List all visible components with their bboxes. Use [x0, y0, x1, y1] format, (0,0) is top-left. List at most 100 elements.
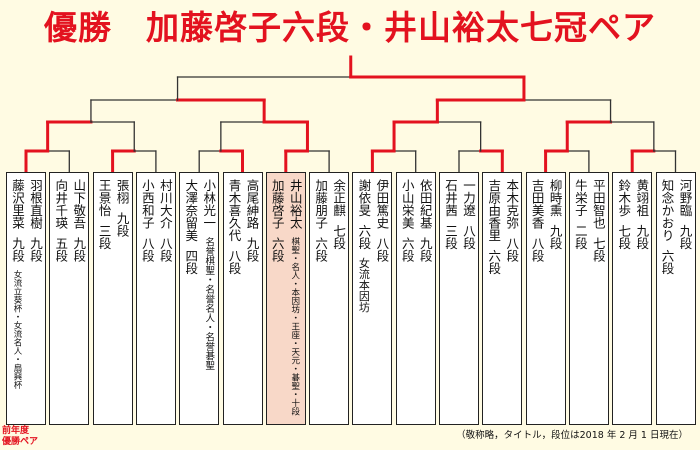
player-column: 青木喜久代八段 — [226, 179, 242, 275]
pair-card: 村川大介八段小西和子八段 — [135, 172, 176, 425]
player-name: 鈴木歩 — [616, 179, 632, 217]
player-titles: 棋聖・名人・本因坊・王座・天元・碁聖・十段 — [289, 237, 300, 416]
player-column: 羽根直樹九段 — [27, 179, 43, 262]
player-rank: 六段 — [659, 249, 675, 275]
player-rank: 三段 — [443, 224, 458, 250]
player-rank: 六段 — [313, 237, 329, 262]
player-rank: 六段 — [486, 249, 502, 275]
player-column: 山下敬吾九段 — [70, 179, 86, 262]
player-rank: 三段 — [96, 224, 112, 250]
player-name: 河野臨 — [677, 179, 693, 217]
player-titles: 女流本因坊 — [357, 257, 371, 313]
player-name: 向井千瑛 — [53, 179, 69, 229]
player-rank: 八段 — [226, 249, 242, 275]
pair-card: 依田紀基九段小山栄美六段 — [395, 172, 436, 425]
player-name: 村川大介 — [157, 179, 173, 229]
pair-card: 小林光一名誉棋聖・名誉名人・名誉碁聖大澤奈留美四段 — [179, 172, 220, 425]
player-column: 張栩九段 — [114, 179, 130, 237]
player-name: 一力遼 — [461, 179, 476, 217]
player-rank: 九段 — [71, 237, 87, 262]
player-column: 本木克弥八段 — [503, 179, 519, 262]
player-column: 村川大介八段 — [157, 179, 173, 262]
player-name: 高尾紳路 — [244, 179, 260, 229]
pair-card: 余正麒七段加藤朋子六段 — [309, 172, 350, 425]
player-column: 向井千瑛五段 — [52, 179, 68, 262]
player-column: 吉原由香里六段 — [485, 179, 501, 275]
pair-card: 伊田篤史八段謝依旻六段女流本因坊 — [352, 172, 393, 425]
player-name: 吉原由香里 — [486, 179, 502, 242]
player-name: 張栩 — [114, 179, 130, 204]
player-rank: 七段 — [331, 224, 347, 250]
player-column: 伊田篤史八段 — [373, 179, 389, 262]
player-name: 黄翊祖 — [634, 179, 650, 217]
player-column: 加藤啓子六段 — [269, 179, 285, 262]
player-name: 本木克弥 — [504, 179, 520, 229]
player-column: 平田智也七段 — [590, 179, 606, 262]
player-rank: 八段 — [529, 237, 545, 262]
player-column: 井山裕太棋聖・名人・本因坊・王座・天元・碁聖・十段 — [287, 179, 303, 416]
player-name: 謝依旻 — [356, 179, 372, 217]
player-rank: 名誉棋聖・名誉名人・名誉碁聖 — [203, 237, 215, 370]
player-column: 柳時熏九段 — [547, 179, 563, 250]
player-name: 依田紀基 — [417, 179, 433, 229]
player-rank: 八段 — [504, 237, 520, 262]
player-rank: 九段 — [114, 212, 130, 237]
player-column: 依田紀基九段 — [417, 179, 433, 262]
player-name: 山下敬吾 — [71, 179, 87, 229]
player-name: 加藤朋子 — [313, 179, 329, 229]
player-rank: 九段 — [28, 237, 43, 262]
player-name: 王景怡 — [96, 179, 112, 217]
player-rank: 二段 — [572, 224, 588, 250]
player-name: 石井茜 — [443, 179, 458, 217]
player-column: 知念かおり六段 — [659, 179, 675, 275]
player-column: 石井茜三段 — [442, 179, 458, 250]
pair-card: 張栩九段王景怡三段 — [92, 172, 133, 425]
page-title: 優勝 加藤啓子六段・井山裕太七冠ペア — [44, 8, 656, 47]
player-name: 青木喜久代 — [226, 179, 242, 242]
player-rank: 九段 — [547, 224, 563, 250]
player-column: 鈴木歩七段 — [615, 179, 631, 250]
player-name: 小西和子 — [139, 179, 155, 229]
player-rank: 六段 — [269, 237, 285, 262]
player-rank: 九段 — [10, 237, 25, 262]
player-rank: 九段 — [244, 237, 260, 262]
player-name: 小林光一 — [201, 179, 217, 229]
player-column: 大澤奈留美四段 — [182, 179, 198, 275]
pair-card: 井山裕太棋聖・名人・本因坊・王座・天元・碁聖・十段加藤啓子六段 — [265, 172, 306, 425]
player-rank: 八段 — [461, 224, 476, 250]
player-name: 大澤奈留美 — [183, 179, 199, 242]
player-name: 伊田篤史 — [374, 179, 390, 229]
player-column: 謝依旻六段女流本因坊 — [355, 179, 371, 313]
player-column: 黄翊祖九段 — [633, 179, 649, 250]
player-column: 余正麒七段 — [330, 179, 346, 250]
player-column: 小西和子八段 — [139, 179, 155, 262]
player-name: 余正麒 — [331, 179, 347, 217]
player-titles: 女流立葵杯・女流名人・扇興杯 — [12, 270, 22, 389]
pair-card: 河野臨九段知念かおり六段 — [655, 172, 696, 425]
player-rank: 九段 — [677, 224, 693, 250]
pair-card: 一力遼八段石井茜三段 — [439, 172, 479, 425]
player-rank: 六段 — [356, 224, 372, 250]
player-column: 牛栄子二段 — [572, 179, 588, 250]
pair-card: 平田智也七段牛栄子二段 — [568, 172, 609, 425]
player-column: 小山栄美六段 — [399, 179, 415, 262]
player-rank: 四段 — [183, 249, 199, 275]
pair-card: 柳時熏九段吉田美香八段 — [525, 172, 566, 425]
player-rank: 九段 — [634, 224, 650, 250]
player-name: 加藤啓子 — [269, 179, 285, 229]
pair-card: 羽根直樹九段藤沢里菜九段女流立葵杯・女流名人・扇興杯 — [6, 172, 46, 425]
pair-card: 黄翊祖九段鈴木歩七段 — [612, 172, 653, 425]
player-name: 平田智也 — [590, 179, 606, 229]
player-column: 小林光一名誉棋聖・名誉名人・名誉碁聖 — [200, 179, 216, 370]
player-name: 知念かおり — [659, 179, 675, 242]
player-name: 柳時熏 — [547, 179, 563, 217]
player-rank: 六段 — [399, 237, 415, 262]
player-rank: 九段 — [417, 237, 433, 262]
player-rank: 八段 — [139, 237, 155, 262]
player-column: 加藤朋子六段 — [312, 179, 328, 262]
pair-card: 本木克弥八段吉原由香里六段 — [482, 172, 523, 425]
pair-card: 高尾紳路九段青木喜久代八段 — [222, 172, 263, 425]
player-column: 一力遼八段 — [460, 179, 476, 250]
player-rank: 八段 — [374, 237, 390, 262]
